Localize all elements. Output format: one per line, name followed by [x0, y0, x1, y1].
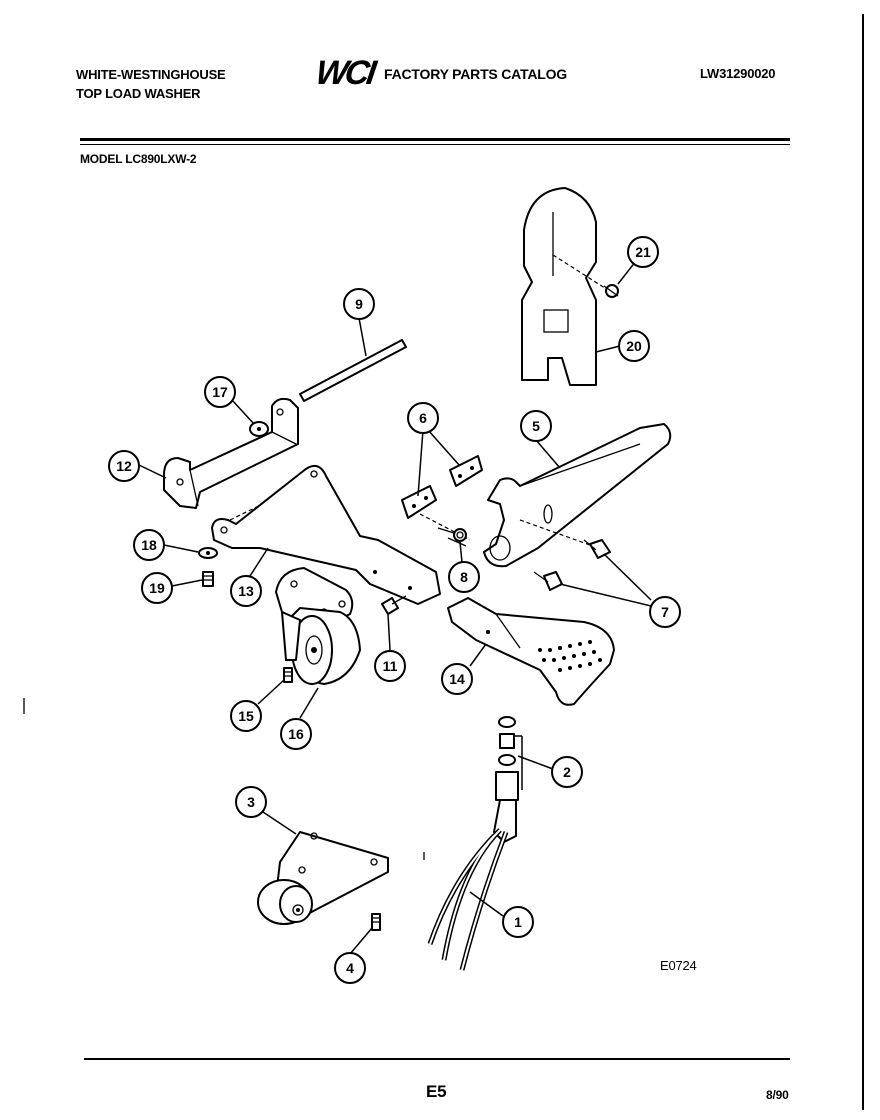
part-13-arm: [211, 465, 441, 605]
callout-3: 3: [235, 786, 267, 818]
svg-text:21: 21: [635, 244, 651, 260]
svg-text:19: 19: [149, 580, 165, 596]
part-21-screw: [603, 284, 619, 298]
callout-17: 17: [204, 376, 236, 408]
svg-text:4: 4: [346, 960, 354, 976]
svg-text:14: 14: [449, 671, 465, 687]
callout-11: 11: [374, 650, 406, 682]
svg-text:3: 3: [247, 794, 255, 810]
part-2-fitting: [495, 716, 519, 801]
brand-line-1: WHITE-WESTINGHOUSE: [76, 67, 226, 82]
callout-4: 4: [334, 952, 366, 984]
model-label: MODEL LC890LXW-2: [80, 152, 197, 166]
svg-text:6: 6: [419, 410, 427, 426]
part-8-spring: [437, 527, 467, 547]
svg-text:2: 2: [563, 764, 571, 780]
part-7-bolts: [533, 539, 611, 591]
svg-text:18: 18: [141, 537, 157, 553]
part-16-caster: [275, 567, 361, 685]
svg-text:1: 1: [514, 914, 522, 930]
footer-rule: [84, 1058, 790, 1060]
callout-15: 15: [230, 700, 262, 732]
page-number: E5: [426, 1082, 447, 1101]
svg-text:20: 20: [626, 338, 642, 354]
callout-1: 1: [502, 906, 534, 938]
callout-21: 21: [627, 236, 659, 268]
brand-line-2: TOP LOAD WASHER: [76, 86, 201, 101]
callout-14: 14: [441, 663, 473, 695]
callout-2: 2: [551, 756, 583, 788]
svg-text:15: 15: [238, 708, 254, 724]
part-12-hinge-bracket: [163, 397, 299, 509]
svg-text:16: 16: [288, 726, 304, 742]
catalog-date: 8/90: [766, 1088, 789, 1102]
svg-text:11: 11: [383, 658, 398, 674]
callout-9: 9: [343, 288, 375, 320]
callout-12: 12: [108, 450, 140, 482]
svg-text:7: 7: [661, 604, 669, 620]
leader-lines: [138, 251, 652, 955]
svg-text:8: 8: [460, 569, 468, 585]
callout-20: 20: [618, 330, 650, 362]
catalog-title: FACTORY PARTS CATALOG: [384, 66, 567, 82]
part-18-washer: [198, 547, 218, 559]
header-rule-thick: [80, 138, 790, 141]
callout-5: 5: [520, 410, 552, 442]
part-17-washer: [249, 421, 269, 437]
part-9-rod: [299, 339, 407, 402]
part-19-screw: [202, 571, 214, 587]
callout-6: 6: [407, 402, 439, 434]
callout-13: 13: [230, 575, 262, 607]
part-6-clips: [401, 455, 483, 541]
part-15-screw: [283, 667, 293, 683]
catalog-number: LW31290020: [700, 66, 776, 81]
callout-7: 7: [649, 596, 681, 628]
svg-text:17: 17: [212, 384, 228, 400]
header-rule-thin: [80, 144, 790, 145]
page-edge-line: [862, 14, 864, 1110]
svg-text:13: 13: [238, 583, 254, 599]
svg-text:5: 5: [532, 418, 540, 434]
callout-8: 8: [448, 561, 480, 593]
callout-18: 18: [133, 529, 165, 561]
part-11-screw: [381, 595, 407, 615]
part-4-screw: [371, 913, 381, 931]
svg-text:9: 9: [355, 296, 363, 312]
svg-text:12: 12: [116, 458, 132, 474]
callout-19: 19: [141, 572, 173, 604]
part-5-lever: [483, 423, 672, 568]
part-3-caster: [257, 831, 389, 925]
part-14-pedal: [447, 597, 615, 706]
part-20-bracket: [521, 187, 609, 386]
figure-code: E0724: [660, 958, 697, 973]
part-1-hoses: [427, 799, 517, 971]
callout-16: 16: [280, 718, 312, 750]
